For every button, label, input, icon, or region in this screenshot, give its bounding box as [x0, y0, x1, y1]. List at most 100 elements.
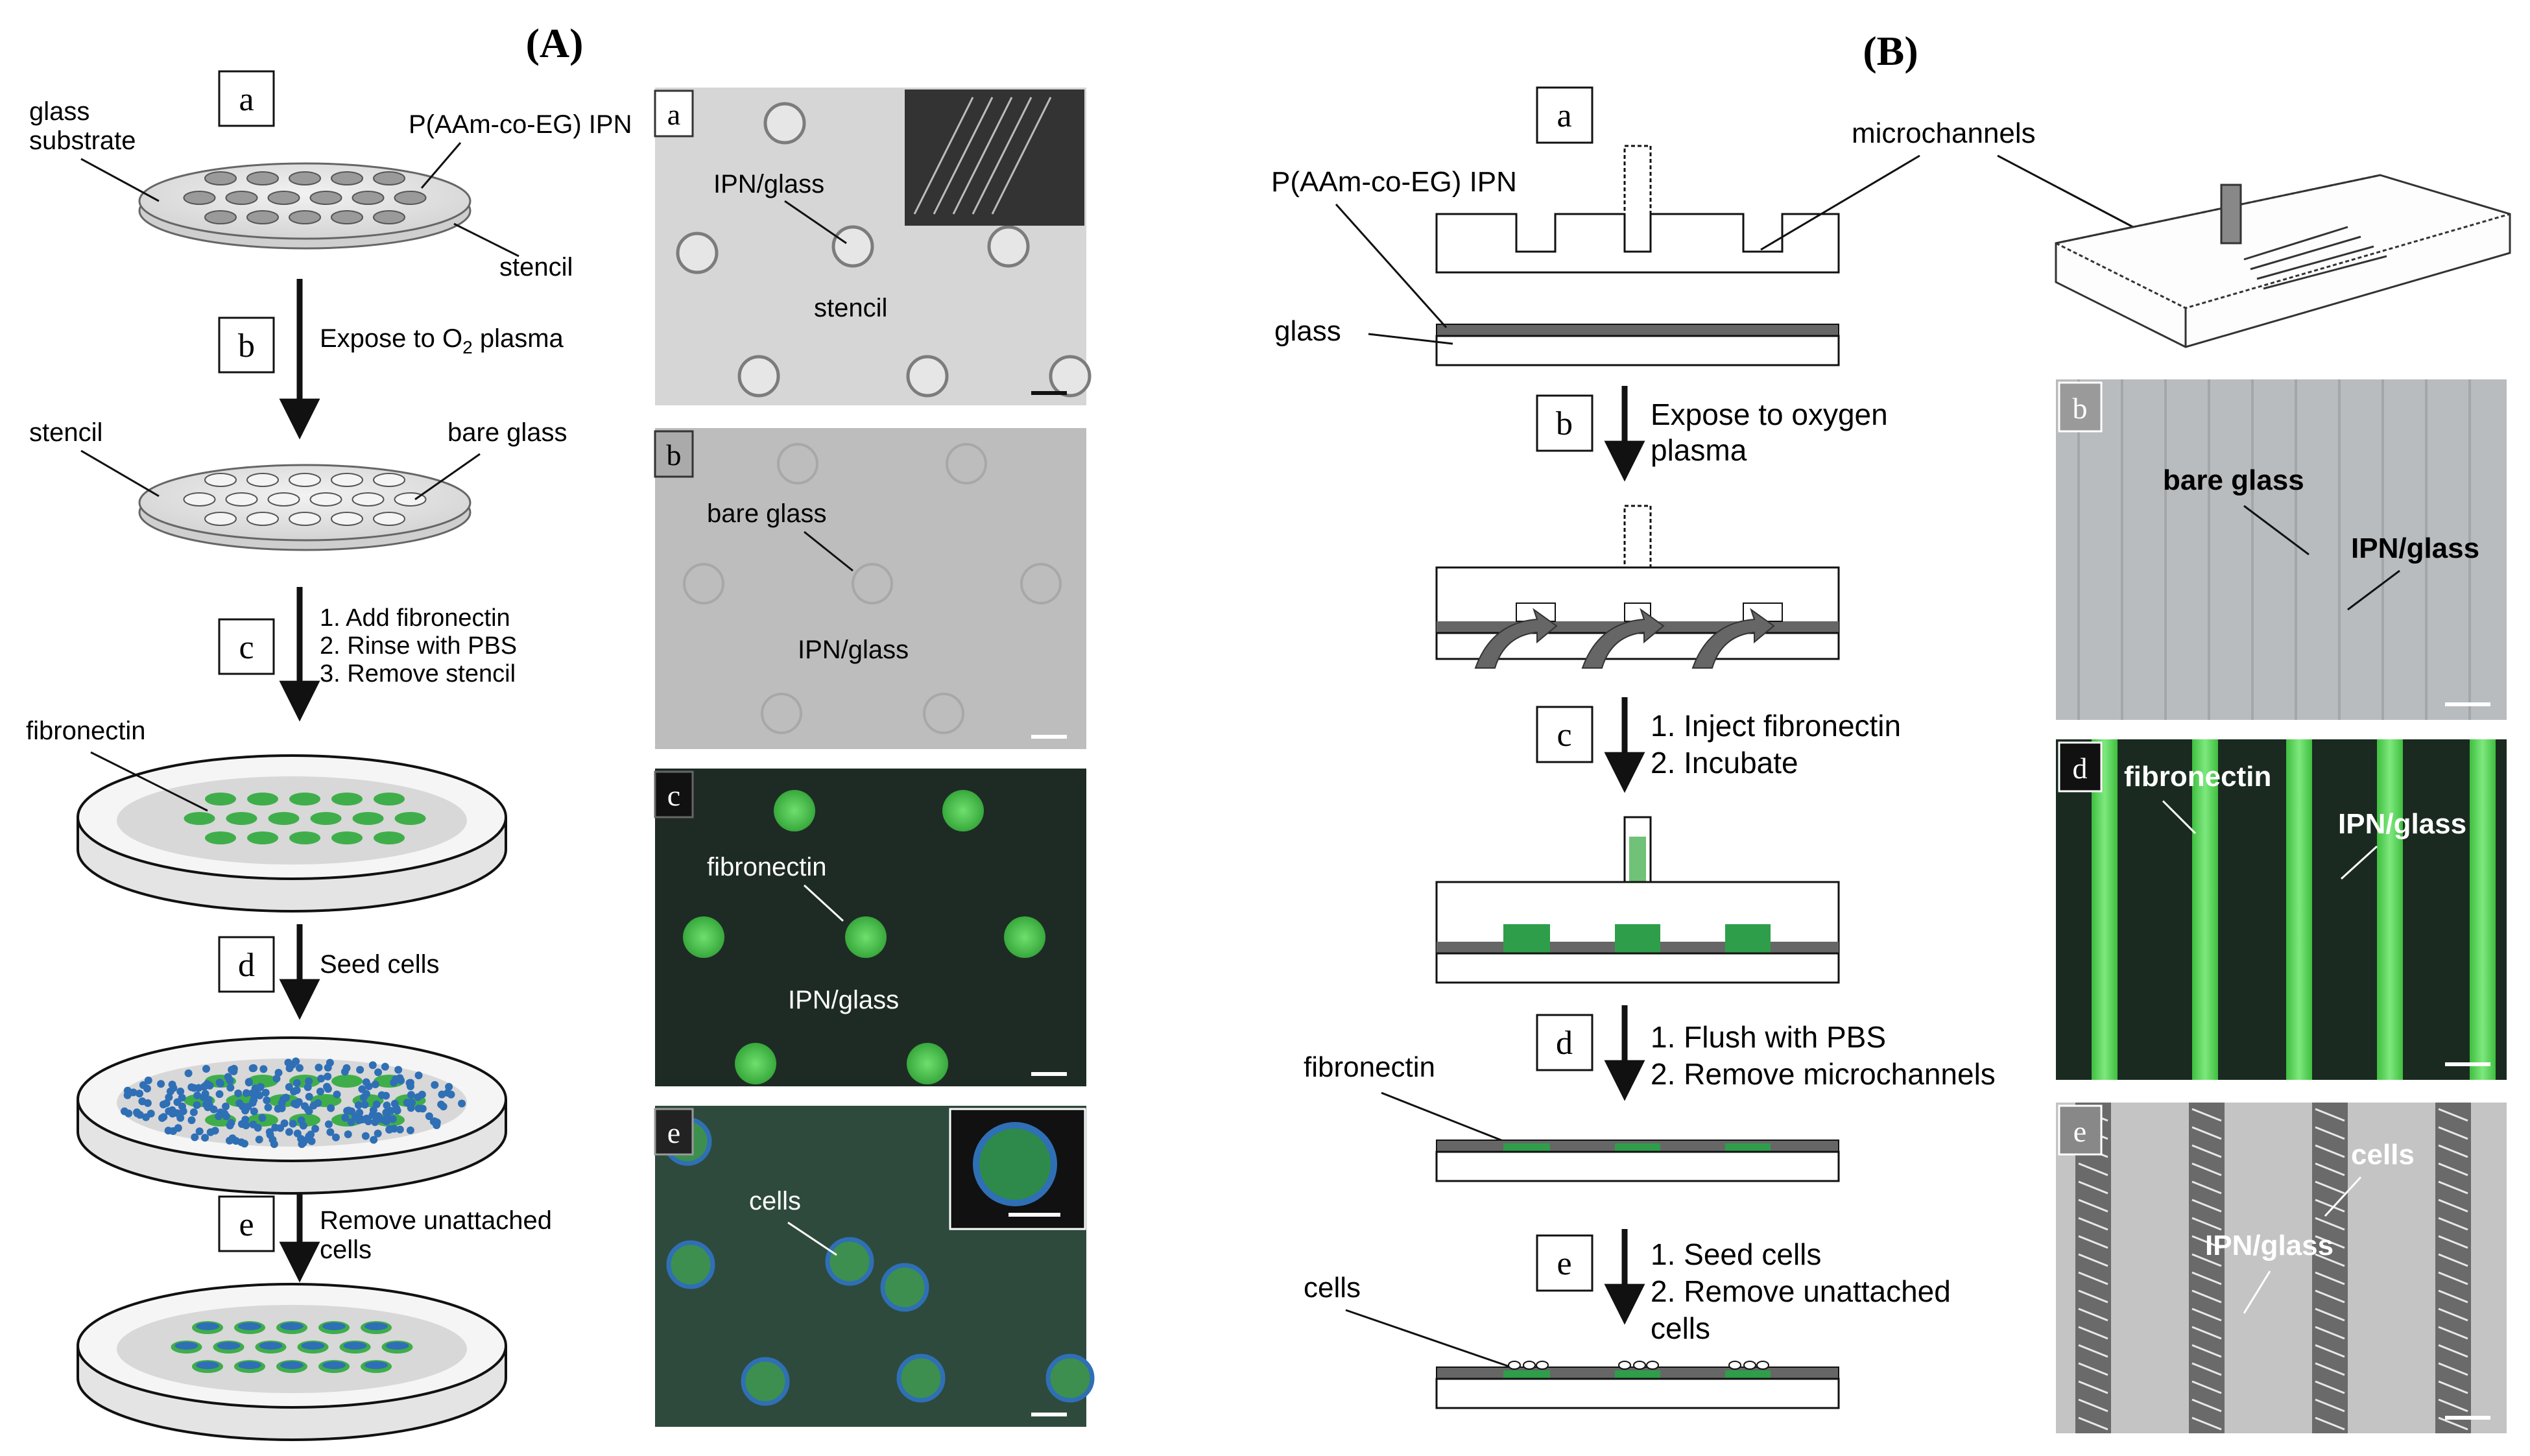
svg-text:e: e: [667, 1116, 680, 1149]
ipn-circle: [923, 693, 964, 734]
cell-edge: [2078, 1344, 2108, 1358]
cell-stripe: [2435, 1103, 2471, 1433]
cell-cluster: [196, 1322, 219, 1330]
fibronectin-spot: [184, 812, 215, 825]
cell-edge: [2315, 1416, 2345, 1431]
seeded-cell: [285, 1128, 293, 1136]
cell-cluster: [280, 1322, 304, 1330]
seeded-cell: [202, 1064, 211, 1073]
channel-diagram-e: [1435, 1361, 1840, 1409]
cell-edge: [2438, 1180, 2468, 1195]
svg-text:1. Flush with PBS: 1. Flush with PBS: [1651, 1020, 1886, 1054]
seeded-cell: [147, 1110, 155, 1118]
cell-cluster: [1045, 1354, 1095, 1403]
cell-cluster: [364, 1361, 388, 1369]
cell-edge: [2191, 1362, 2222, 1376]
ipn-circle: [852, 563, 893, 604]
ipn-circle: [906, 355, 949, 398]
cell-cluster: [322, 1361, 346, 1369]
cell-edge: [2315, 1162, 2345, 1176]
fibronectin-spot: [331, 1075, 363, 1088]
micrograph-a-a: a: [654, 88, 1092, 405]
step-b-text: Expose to O2 plasma: [320, 324, 564, 357]
svg-text:cells: cells: [320, 1235, 372, 1264]
seeded-cell: [284, 1058, 292, 1067]
seeded-cell: [363, 1114, 371, 1123]
cell-edge: [2191, 1344, 2222, 1358]
seeded-cell: [317, 1075, 326, 1083]
cell-cluster: [880, 1263, 929, 1312]
seeded-cell: [394, 1066, 403, 1074]
bare-glass-hole: [289, 512, 321, 526]
seeded-cell: [189, 1108, 198, 1117]
ipn-hole: [331, 210, 363, 224]
seeded-cell: [234, 1089, 243, 1097]
fibronectin-spot: [374, 831, 405, 844]
cell-cluster: [825, 1237, 874, 1286]
cell-edge: [2438, 1362, 2468, 1376]
seeded-cell: [438, 1090, 446, 1099]
label-fibronectin-a: fibronectin: [26, 717, 146, 745]
bare-glass-hole: [267, 492, 300, 507]
seeded-cell: [304, 1083, 312, 1092]
microchannel-device: [2055, 174, 2511, 348]
seeded-cell: [305, 1077, 313, 1086]
seeded-cell: [392, 1075, 400, 1083]
micro-bd-ipn: IPN/glass: [2338, 808, 2466, 840]
seeded-cell: [289, 1119, 297, 1128]
ipn-circle: [761, 693, 802, 734]
micrograph-b-d: d: [2056, 739, 2507, 1080]
label-stencil-b: stencil: [29, 418, 102, 447]
seeded-cell: [157, 1080, 165, 1088]
fibronectin-spot: [247, 1075, 278, 1088]
ipn-hole: [204, 210, 237, 224]
label-stencil-a: stencil: [499, 253, 573, 281]
cell-cluster: [741, 1357, 790, 1406]
cell-edge: [2315, 1271, 2345, 1285]
dish-e: [77, 1283, 507, 1441]
channel-diagram-c: [1435, 816, 1840, 984]
ipn-hole: [246, 171, 279, 185]
step-d-text: Seed cells: [320, 950, 440, 979]
cell-edge: [2191, 1180, 2222, 1195]
cell-edge: [2191, 1108, 2222, 1122]
fibronectin-stripe: [2092, 739, 2118, 1080]
cell-cluster: [280, 1361, 304, 1369]
seeded-cell: [344, 1106, 353, 1115]
seeded-cell: [324, 1120, 333, 1128]
seeded-cell: [168, 1110, 176, 1118]
seeded-cell: [261, 1088, 270, 1097]
cell-edge: [2438, 1416, 2468, 1431]
cell-edge: [2315, 1180, 2345, 1195]
seeded-cell: [123, 1091, 132, 1099]
cell-edge: [2078, 1307, 2108, 1322]
cell-edge: [2438, 1344, 2468, 1358]
cell-edge: [2438, 1144, 2468, 1158]
fibronectin-spot: [374, 793, 405, 806]
step-e-text-b: 1. Seed cells 2. Remove unattached cells: [1651, 1237, 1951, 1345]
svg-text:2. Rinse with PBS: 2. Rinse with PBS: [320, 632, 517, 660]
micrograph-b-b: b: [2056, 379, 2507, 720]
cell-edge: [2191, 1144, 2222, 1158]
cell-edge: [2315, 1398, 2345, 1413]
seeded-cell: [297, 1116, 305, 1125]
cell-edge: [2191, 1289, 2222, 1304]
seeded-cell: [226, 1077, 234, 1085]
seeded-cell: [120, 1107, 128, 1116]
seeded-cell: [162, 1099, 171, 1108]
ipn-circle: [683, 563, 724, 604]
svg-text:1. Add fibronectin: 1. Add fibronectin: [320, 604, 510, 632]
fibronectin-spot: [247, 793, 278, 806]
fibronectin-stripe: [2286, 739, 2312, 1080]
seeded-cell: [274, 1104, 282, 1113]
cell-edge: [2078, 1217, 2108, 1231]
fibronectin-spot: [845, 916, 887, 958]
fibronectin-spot: [352, 812, 384, 825]
seeded-cell: [263, 1096, 271, 1104]
fibronectin-stripe: [2192, 739, 2218, 1080]
seeded-cell: [226, 1136, 234, 1145]
cell-edge: [2315, 1126, 2345, 1140]
seeded-cell: [248, 1064, 257, 1073]
seeded-cell: [292, 1086, 301, 1095]
